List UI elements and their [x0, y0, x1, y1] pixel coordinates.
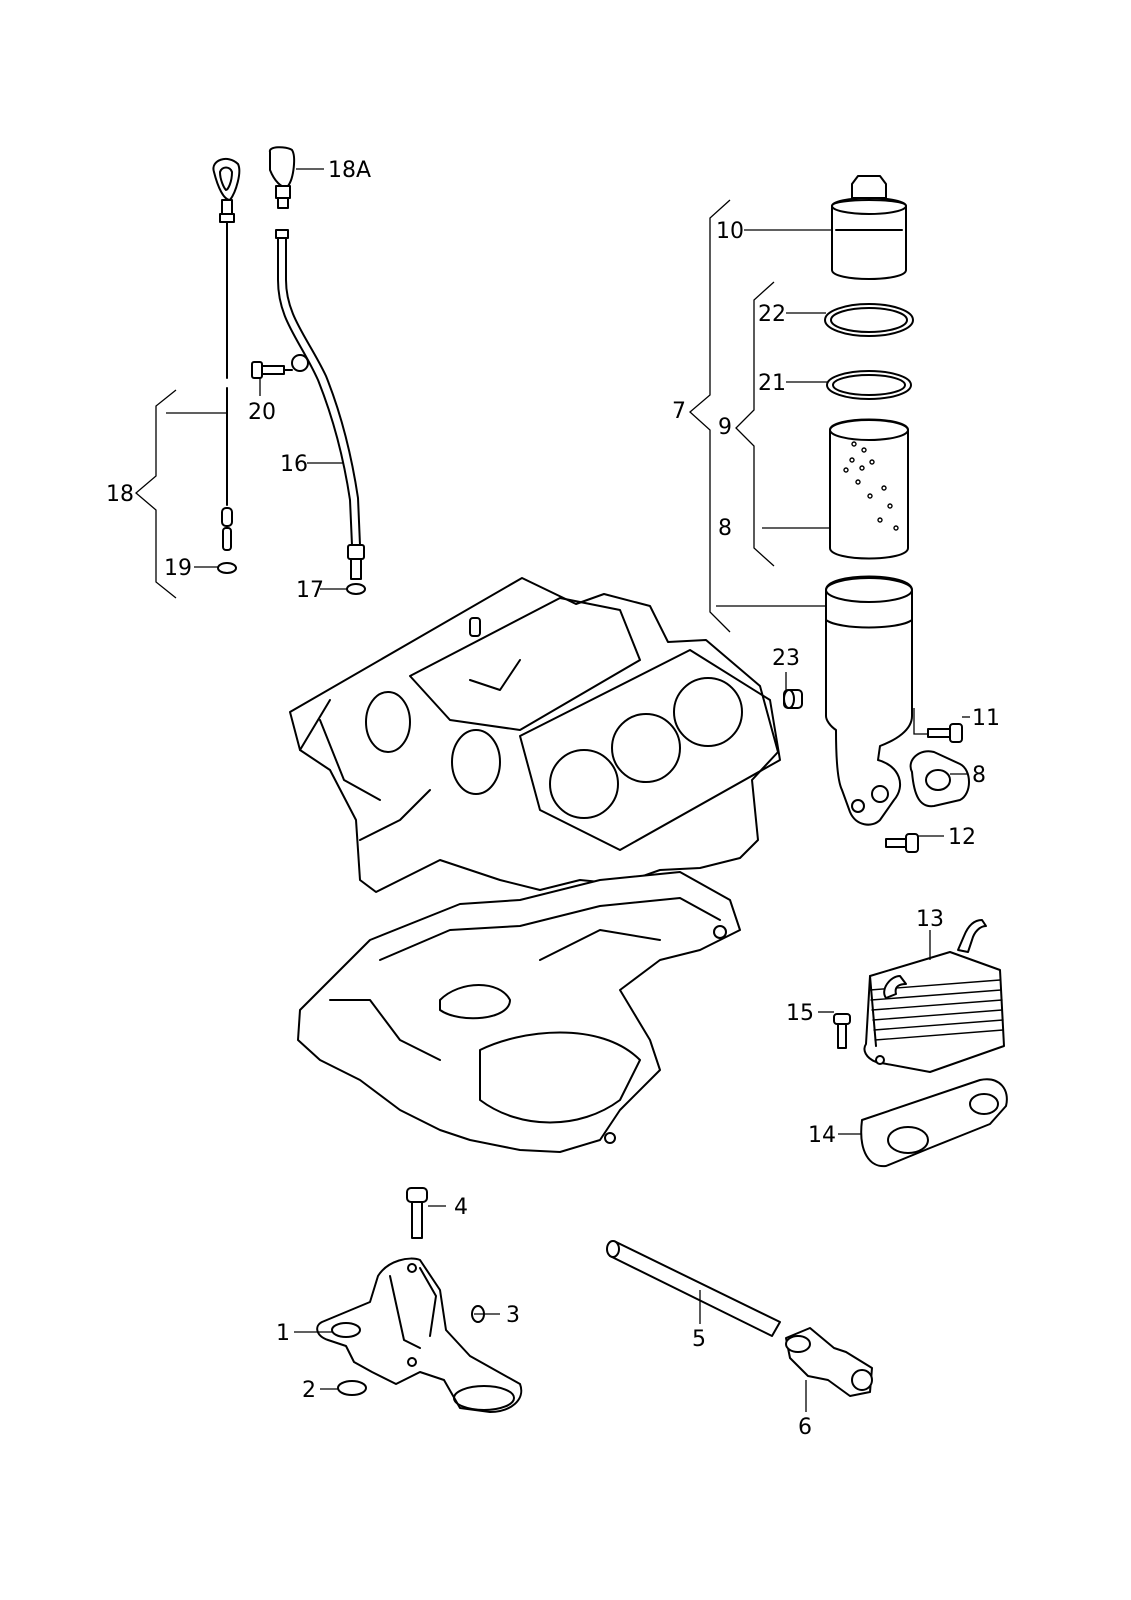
callout-4: 4: [454, 1195, 468, 1220]
callout-13: 13: [916, 907, 944, 932]
bracket-9: [735, 281, 775, 567]
bolt-20: [251, 361, 293, 379]
bolt-4: [406, 1187, 428, 1239]
callout-7: 7: [672, 399, 686, 424]
callout-17: 17: [296, 578, 324, 603]
callout-10: 10: [716, 219, 744, 244]
tube-5: [606, 1240, 781, 1337]
gasket-8: [909, 750, 970, 808]
callout-9: 9: [718, 415, 732, 440]
callout-19: 19: [164, 556, 192, 581]
callout-21: 21: [758, 371, 786, 396]
bracket-7: [689, 199, 731, 633]
o-ring-22: [824, 303, 914, 337]
sensor-6: [785, 1327, 873, 1397]
callout-15: 15: [786, 1001, 814, 1026]
bracket-18: [134, 389, 177, 599]
callout-2: 2: [302, 1378, 316, 1403]
oil-cooler-13: [863, 919, 1005, 1073]
callout-16: 16: [280, 452, 308, 477]
callout-18a: 18A: [328, 158, 371, 183]
bolt-15: [833, 1013, 851, 1049]
bolt-11: [927, 723, 963, 743]
dipstick-18: [212, 157, 241, 574]
callout-22: 22: [758, 302, 786, 327]
oil-pump-1: [316, 1257, 523, 1413]
oil-pan: [297, 871, 741, 1153]
callout-20: 20: [248, 400, 276, 425]
callout-5: 5: [692, 1327, 706, 1352]
o-ring-21: [826, 370, 912, 400]
callout-8-filter: 8: [718, 516, 732, 541]
filter-element-8: [829, 418, 909, 560]
engine-block: [289, 577, 781, 893]
gasket-14: [860, 1078, 1008, 1168]
callout-3: 3: [506, 1303, 520, 1328]
callout-14: 14: [808, 1123, 836, 1148]
callout-1: 1: [276, 1321, 290, 1346]
callout-8-gasket: 8: [972, 763, 986, 788]
callout-12: 12: [948, 825, 976, 850]
dipstick-tube-16: [268, 146, 366, 595]
filter-housing: [825, 575, 913, 826]
callout-6: 6: [798, 1415, 812, 1440]
leader-lines: [166, 168, 970, 1412]
plug-23: [783, 689, 803, 709]
o-ring-2: [337, 1380, 367, 1396]
callout-23: 23: [772, 646, 800, 671]
bolt-12: [885, 833, 919, 853]
filter-cap-10: [831, 175, 907, 280]
callout-11: 11: [972, 706, 1000, 731]
callout-18: 18: [106, 482, 134, 507]
